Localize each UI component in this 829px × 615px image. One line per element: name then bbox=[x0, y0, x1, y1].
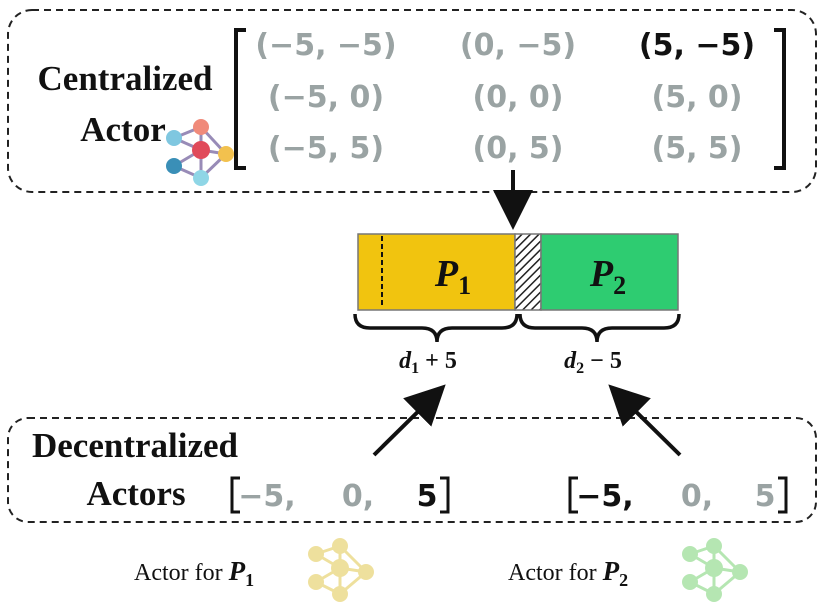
neural-network-icon bbox=[166, 119, 234, 186]
actor2-caption: Actor for P2 bbox=[508, 556, 628, 590]
vector2-entry-1: −5, bbox=[576, 479, 633, 514]
right-brace-op: − 5 bbox=[584, 348, 622, 374]
right-brace-label: d2 − 5 bbox=[564, 348, 622, 377]
actor2-network-icon bbox=[682, 538, 748, 602]
p1-segment bbox=[357, 233, 516, 311]
vector1-entry-1: −5, bbox=[238, 479, 295, 514]
decentralized-title-line1: Decentralized bbox=[32, 426, 239, 465]
decentralized-title-line2: Actors bbox=[86, 474, 185, 513]
vector1-entry-3: 5 bbox=[417, 479, 438, 514]
p1-label-sub: 1 bbox=[458, 271, 471, 300]
centralized-title-line2: Actor bbox=[80, 110, 166, 149]
actor2-to-brace-arrow bbox=[608, 384, 682, 457]
p2-label-base: P bbox=[589, 253, 614, 295]
actor2-caption-prefix: Actor for bbox=[508, 560, 603, 586]
right-brace-sub: 2 bbox=[576, 360, 584, 377]
centralized-box bbox=[7, 9, 817, 193]
p2-segment bbox=[540, 233, 679, 311]
p2-label: P2 bbox=[589, 253, 626, 300]
left-brace bbox=[353, 313, 519, 343]
actor1-caption-prefix: Actor for bbox=[134, 560, 229, 586]
matrix-cell-r2-c3: (5, 0) bbox=[651, 80, 742, 115]
p1-label-base: P bbox=[434, 253, 459, 295]
vector2-left-bracket bbox=[568, 476, 578, 514]
p2-label-sub: 2 bbox=[613, 271, 626, 300]
vector2-entry-2: 0, bbox=[681, 479, 713, 514]
matrix-cell-r1-c2: (0, −5) bbox=[460, 28, 576, 63]
actor1-network-icon bbox=[308, 538, 374, 602]
vector1-entry-2: 0, bbox=[342, 479, 374, 514]
actor1-caption-sub: 1 bbox=[245, 570, 254, 590]
actor1-caption-var: P bbox=[228, 556, 246, 586]
left-brace-var: d bbox=[399, 348, 412, 374]
actor1-caption: Actor for P1 bbox=[134, 556, 254, 590]
right-brace bbox=[518, 313, 681, 343]
matrix-cell-r2-c2: (0, 0) bbox=[472, 80, 563, 115]
vector2-right-bracket bbox=[778, 476, 788, 514]
overlap-hatch bbox=[514, 233, 542, 311]
matrix-cell-r2-c1: (−5, 0) bbox=[268, 80, 384, 115]
left-brace-op: + 5 bbox=[419, 348, 457, 374]
matrix-cell-r3-c1: (−5, 5) bbox=[268, 131, 384, 166]
matrix-cell-r3-c2: (0, 5) bbox=[472, 131, 563, 166]
matrix-right-bracket bbox=[774, 28, 786, 170]
left-brace-label: d1 + 5 bbox=[399, 348, 457, 377]
vector1-right-bracket bbox=[440, 476, 450, 514]
centralized-title-line1: Centralized bbox=[38, 59, 213, 98]
right-brace-var: d bbox=[564, 348, 577, 374]
p1-label: P1 bbox=[434, 253, 471, 300]
vector1-left-bracket bbox=[230, 476, 240, 514]
actor2-caption-var: P bbox=[602, 556, 620, 586]
matrix-cell-r1-c1: (−5, −5) bbox=[255, 28, 396, 63]
actor2-caption-sub: 2 bbox=[619, 570, 628, 590]
vector2-entry-3: 5 bbox=[755, 479, 776, 514]
matrix-cell-r1-c3: (5, −5) bbox=[639, 28, 755, 63]
matrix-left-bracket bbox=[234, 28, 246, 170]
left-brace-sub: 1 bbox=[411, 360, 419, 377]
actor1-to-brace-arrow bbox=[372, 384, 446, 457]
matrix-cell-r3-c3: (5, 5) bbox=[651, 131, 742, 166]
partition-bar: P1 P2 bbox=[357, 233, 679, 311]
